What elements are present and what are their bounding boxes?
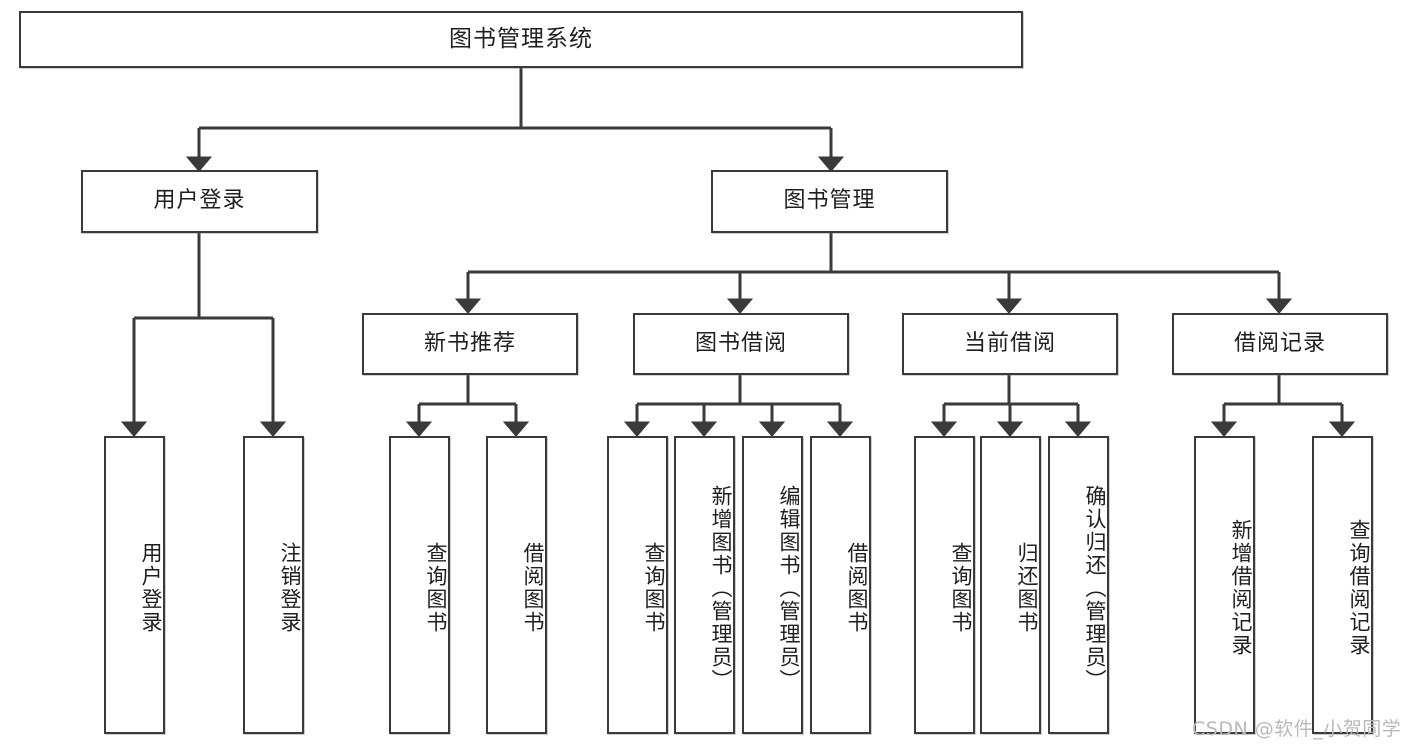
node-leaf-add-borrow-record-label: 新增借阅记录 — [1229, 519, 1253, 657]
node-leaf-query-book-1-label: 查询图书 — [424, 542, 448, 634]
node-root-label: 图书管理系统 — [449, 25, 593, 52]
node-leaf-query-book-3-label: 查询图书 — [949, 542, 973, 634]
node-borrow-record[interactable]: 借阅记录 — [1172, 313, 1388, 375]
node-book-manage[interactable]: 图书管理 — [711, 170, 948, 233]
node-root[interactable]: 图书管理系统 — [19, 11, 1023, 68]
node-leaf-add-book-admin-label: 新增图书（管理员） — [709, 484, 733, 692]
node-current-borrow[interactable]: 当前借阅 — [902, 313, 1118, 375]
node-new-book-recommend[interactable]: 新书推荐 — [362, 313, 578, 375]
node-leaf-add-book-admin[interactable]: 新增图书（管理员） — [674, 436, 735, 734]
node-leaf-borrow-book-2[interactable]: 借阅图书 — [810, 436, 871, 734]
node-book-borrow[interactable]: 图书借阅 — [633, 313, 849, 375]
node-leaf-query-borrow-record[interactable]: 查询借阅记录 — [1312, 436, 1373, 734]
node-borrow-record-label: 借阅记录 — [1233, 330, 1326, 356]
node-leaf-query-borrow-record-label: 查询借阅记录 — [1347, 519, 1371, 657]
node-book-manage-label: 图书管理 — [783, 188, 876, 214]
node-user-login[interactable]: 用户登录 — [81, 170, 318, 233]
csdn-watermark: CSDN @软件_小贺同学 — [1192, 718, 1402, 740]
node-leaf-logout-login[interactable]: 注销登录 — [243, 436, 304, 734]
node-leaf-user-login[interactable]: 用户登录 — [104, 436, 165, 734]
node-leaf-logout-login-label: 注销登录 — [278, 542, 302, 634]
node-leaf-return-book[interactable]: 归还图书 — [980, 436, 1041, 734]
node-leaf-query-book-1[interactable]: 查询图书 — [389, 436, 450, 734]
node-new-book-recommend-label: 新书推荐 — [423, 330, 516, 356]
node-leaf-borrow-book-1[interactable]: 借阅图书 — [486, 436, 547, 734]
node-current-borrow-label: 当前借阅 — [963, 330, 1056, 356]
node-leaf-query-book-2[interactable]: 查询图书 — [607, 436, 668, 734]
node-leaf-confirm-return-admin[interactable]: 确认归还（管理员） — [1048, 436, 1109, 734]
node-user-login-label: 用户登录 — [153, 188, 246, 214]
node-leaf-user-login-label: 用户登录 — [139, 542, 163, 634]
node-leaf-borrow-book-2-label: 借阅图书 — [845, 542, 869, 634]
node-leaf-edit-book-admin-label: 编辑图书（管理员） — [777, 484, 801, 692]
node-leaf-return-book-label: 归还图书 — [1015, 542, 1039, 634]
node-leaf-confirm-return-admin-label: 确认归还（管理员） — [1083, 484, 1107, 692]
node-leaf-borrow-book-1-label: 借阅图书 — [521, 542, 545, 634]
node-leaf-query-book-2-label: 查询图书 — [642, 542, 666, 634]
node-leaf-edit-book-admin[interactable]: 编辑图书（管理员） — [742, 436, 803, 734]
node-leaf-query-book-3[interactable]: 查询图书 — [914, 436, 975, 734]
node-book-borrow-label: 图书借阅 — [694, 330, 787, 356]
node-leaf-add-borrow-record[interactable]: 新增借阅记录 — [1194, 436, 1255, 734]
